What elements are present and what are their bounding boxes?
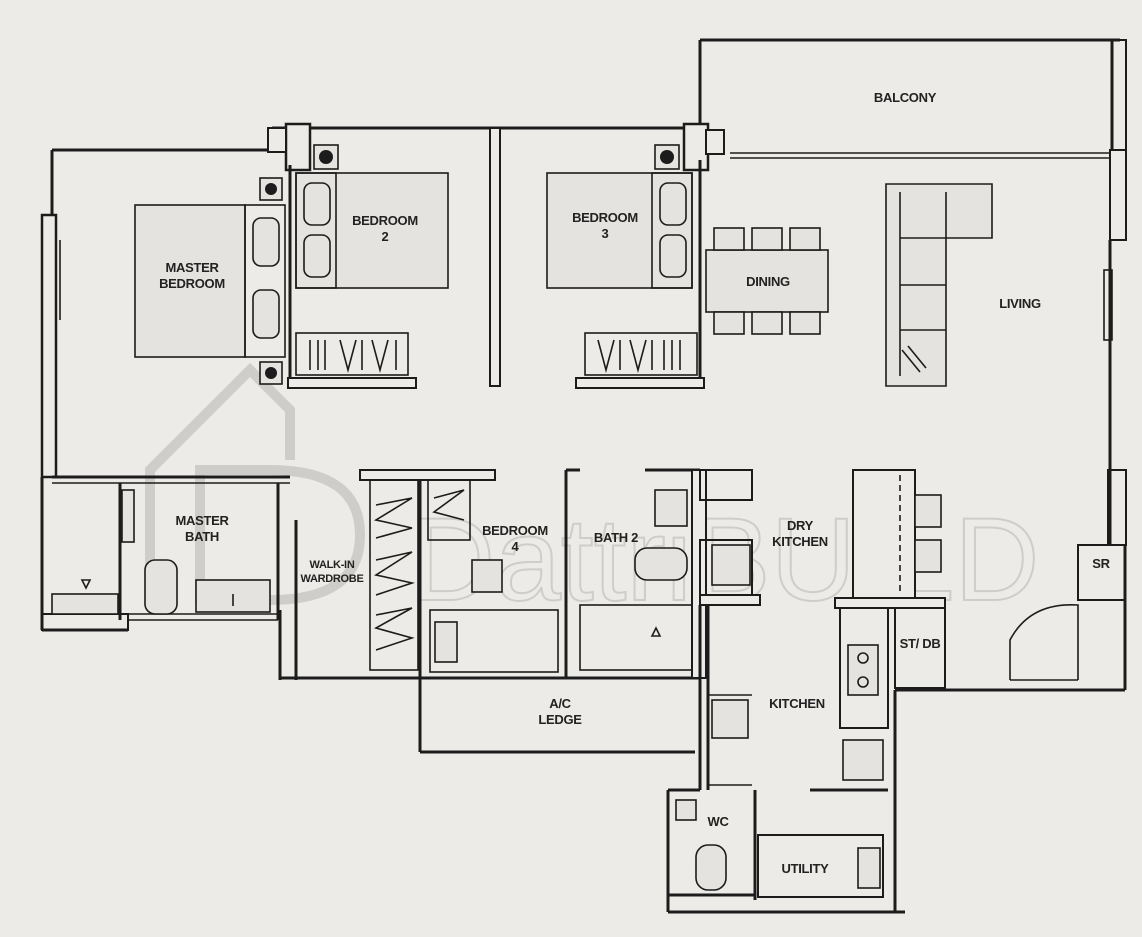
label-bedroom3-line2: 3 <box>602 226 609 241</box>
label-ac-ledge-line1: A/C <box>549 696 571 711</box>
room-labels: BALCONY BEDROOM 2 BEDROOM 3 DINING LIVIN… <box>159 90 1111 876</box>
label-master-bedroom-line1: MASTER <box>165 260 219 275</box>
label-bedroom2-line2: 2 <box>382 229 389 244</box>
master-bed <box>134 204 246 358</box>
label-st-db: ST/ DB <box>900 636 941 651</box>
bedroom3-wardrobe <box>584 332 698 376</box>
label-living: LIVING <box>999 296 1041 311</box>
furniture <box>51 144 993 891</box>
label-ac-ledge-line2: LEDGE <box>538 712 582 727</box>
label-sr: SR <box>1092 556 1110 571</box>
label-bedroom4-line2: 4 <box>512 539 520 554</box>
walkin-rack <box>369 479 419 671</box>
label-dining: DINING <box>746 274 790 289</box>
label-kitchen: KITCHEN <box>769 696 825 711</box>
label-dry-kitchen-line1: DRY <box>787 518 814 533</box>
exterior-walls <box>40 38 1127 914</box>
label-walkin-line2: WARDROBE <box>301 573 364 585</box>
label-balcony: BALCONY <box>874 90 937 105</box>
label-bedroom3-line1: BEDROOM <box>572 210 638 225</box>
label-master-bedroom-line2: BEDROOM <box>159 276 225 291</box>
structural-columns <box>267 122 1127 241</box>
label-utility: UTILITY <box>781 861 829 876</box>
bedroom2-wardrobe <box>295 332 409 376</box>
label-master-bath-line2: BATH <box>185 529 219 544</box>
label-bath2: BATH 2 <box>594 530 638 545</box>
label-wc: WC <box>707 814 729 829</box>
label-dry-kitchen-line2: KITCHEN <box>772 534 828 549</box>
label-walkin-line1: WALK-IN <box>310 559 355 571</box>
label-bedroom2-line1: BEDROOM <box>352 213 418 228</box>
label-master-bath-line1: MASTER <box>175 513 229 528</box>
label-bedroom4-line1: BEDROOM <box>482 523 548 538</box>
dining-table <box>705 249 829 313</box>
interior-walls <box>52 127 1126 900</box>
